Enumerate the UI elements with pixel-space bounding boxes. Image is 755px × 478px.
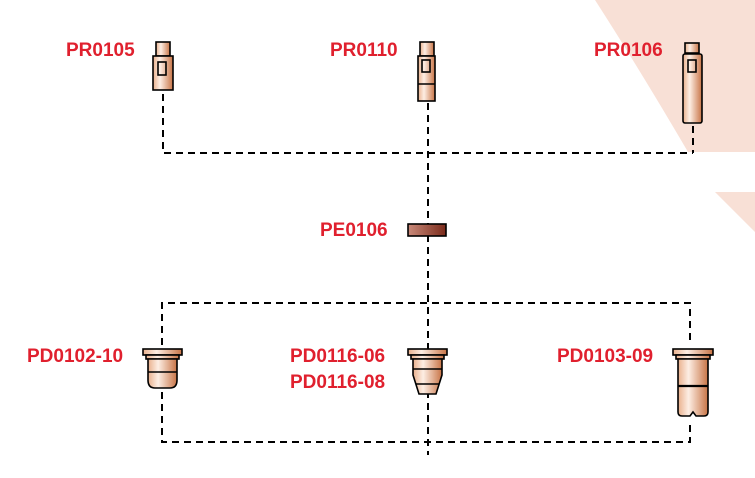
- electrode-pr0106-icon: [682, 42, 703, 124]
- nozzle-label-pd0116-06: PD0116-06: [290, 346, 386, 367]
- electrode-label-pr0106: PR0106: [594, 40, 663, 61]
- swirl-ring-label-pe0106: PE0106: [320, 220, 388, 241]
- nozzle-label-pd0103-09: PD0103-09: [557, 346, 654, 367]
- nozzle-pd0103-09-icon: [672, 348, 714, 417]
- background-shape-top: [595, 0, 755, 152]
- connector-lines: [161, 94, 694, 455]
- electrode-pr0105-icon: [152, 41, 174, 91]
- electrode-pr0110-icon: [417, 41, 436, 102]
- nozzle-label-pd0102-10: PD0102-10: [27, 346, 124, 367]
- nozzle-pd0116-icon: [407, 348, 448, 395]
- nozzle-label-pd0116-08: PD0116-08: [290, 372, 386, 393]
- electrode-label-pr0105: PR0105: [66, 40, 135, 61]
- swirl-ring-pe0106-icon: [407, 223, 447, 237]
- nozzle-pd0102-10-icon: [142, 348, 183, 389]
- electrode-label-pr0110: PR0110: [330, 40, 398, 61]
- background-shape-bottom: [715, 192, 755, 232]
